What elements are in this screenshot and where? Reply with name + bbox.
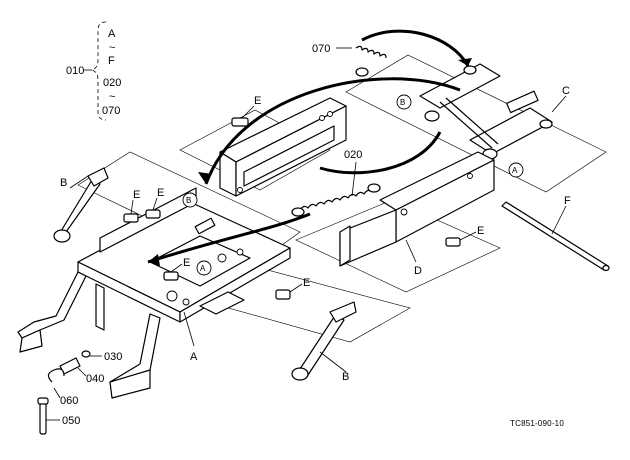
circle-B-top-text: B xyxy=(400,98,406,107)
range-line-1: A xyxy=(108,28,116,40)
label-E-top: E xyxy=(254,95,261,107)
label-A: A xyxy=(190,351,198,363)
lead-040 xyxy=(77,367,87,377)
lead-E1 xyxy=(130,199,134,215)
bolt-E-right xyxy=(445,237,461,247)
label-D: D xyxy=(414,265,422,277)
range-line-4: 020 xyxy=(103,77,121,89)
range-line-5: ~ xyxy=(109,91,115,103)
spring-020 xyxy=(291,183,381,217)
label-060: 060 xyxy=(60,395,78,407)
label-070: 070 xyxy=(312,43,330,55)
shaft-F xyxy=(501,201,610,272)
label-E-base-4: E xyxy=(303,277,310,289)
link-arm-B-left xyxy=(53,167,109,243)
pin-050 xyxy=(37,397,49,435)
base-frame-A xyxy=(17,187,291,399)
label-C: C xyxy=(562,85,570,97)
lead-D xyxy=(405,239,417,263)
lead-E4 xyxy=(289,283,303,293)
lift-link-C xyxy=(419,63,553,160)
washer-030 xyxy=(81,350,91,358)
label-E-base-3: E xyxy=(183,257,190,269)
lead-E3 xyxy=(170,263,183,273)
clip-060 xyxy=(47,368,65,383)
circle-B-ref-text: B xyxy=(186,196,192,205)
range-line-3: F xyxy=(108,55,115,67)
assembly-arrows xyxy=(147,29,472,266)
link-arm-B-right xyxy=(291,301,357,381)
circle-A-top-text: A xyxy=(512,166,518,175)
lead-F xyxy=(551,205,567,235)
lead-060 xyxy=(53,387,61,399)
label-B-left: B xyxy=(60,177,67,189)
lead-B-right xyxy=(319,351,347,373)
spring-070 xyxy=(355,45,387,77)
label-030: 030 xyxy=(104,351,122,363)
drawing-code: TC851-090-10 xyxy=(510,419,564,428)
label-010: 010 xyxy=(66,65,84,77)
label-050: 050 xyxy=(62,415,80,427)
circle-A-ref xyxy=(196,260,212,276)
label-E-base-1: E xyxy=(133,189,140,201)
circle-B-ref xyxy=(182,192,198,208)
range-brace xyxy=(84,21,107,121)
label-020: 020 xyxy=(344,149,362,161)
label-E-base-2: E xyxy=(157,187,164,199)
lead-A xyxy=(183,311,195,347)
lead-E-top xyxy=(241,105,255,119)
circle-A-top xyxy=(508,162,524,178)
right-slide-rail xyxy=(339,151,495,267)
lead-C xyxy=(551,95,567,113)
label-B-right: B xyxy=(342,371,349,383)
lead-E2 xyxy=(152,197,158,211)
circle-B-top xyxy=(396,94,412,110)
lead-B-left xyxy=(69,175,89,189)
lead-E-right xyxy=(459,231,477,241)
label-F: F xyxy=(564,195,571,207)
circle-A-ref-text: A xyxy=(200,264,206,273)
range-line-2: ~ xyxy=(109,42,115,54)
range-line-6: 070 xyxy=(102,105,120,117)
lead-020 xyxy=(351,161,357,197)
upper-slide-rail xyxy=(219,97,347,197)
label-040: 040 xyxy=(86,373,104,385)
label-E-right: E xyxy=(477,225,484,237)
